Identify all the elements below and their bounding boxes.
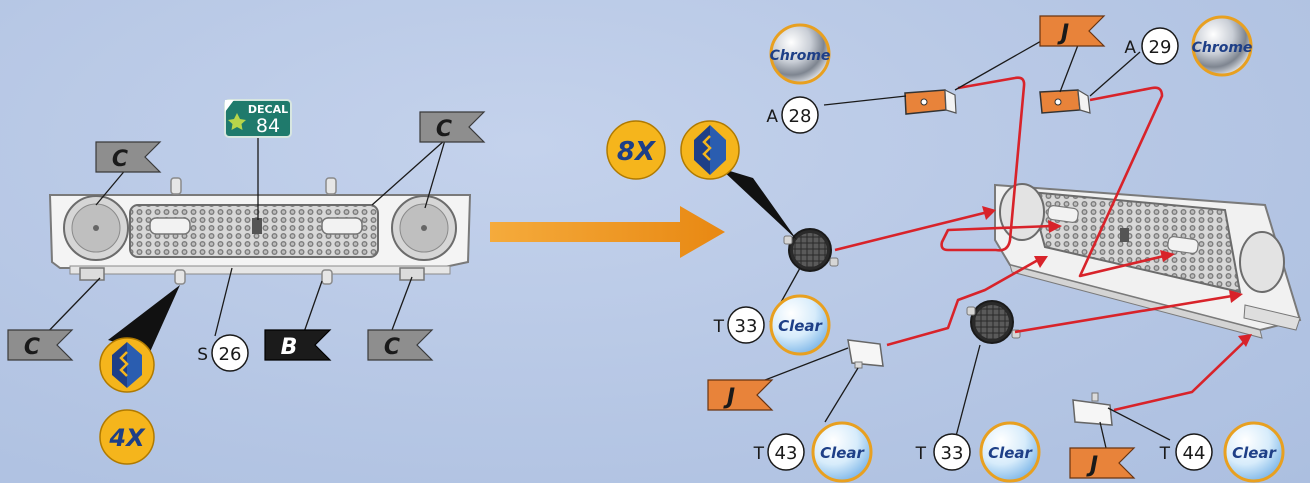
- clear-paint-icon: Clear: [820, 444, 865, 462]
- clear-paint-badge: Clear: [769, 294, 831, 356]
- decal-tag: DECAL 84: [224, 99, 292, 138]
- part-callout-a28: A 28: [766, 96, 819, 134]
- chrome-paint-icon: Chrome: [770, 48, 831, 64]
- flag-label: C: [24, 335, 40, 360]
- quantity-label: 4X: [108, 424, 146, 452]
- flag-c-top-right: C: [419, 111, 486, 143]
- flag-j-left: J: [707, 379, 774, 411]
- parking-lamp-left: [904, 89, 957, 115]
- sprue-letter: T: [1159, 444, 1171, 464]
- glue-badge-right: [680, 120, 740, 180]
- sprue-letter: T: [753, 444, 765, 464]
- part-number: 33: [735, 316, 758, 337]
- headlight-lens-lower: [966, 300, 1021, 344]
- glue-icon: [112, 342, 142, 388]
- clear-paint-icon: Clear: [778, 317, 823, 335]
- flag-label: C: [436, 117, 452, 142]
- quantity-badge-right: 8X: [606, 120, 666, 180]
- side-marker-bottom-right: [1072, 392, 1113, 426]
- clear-paint-badge: Clear: [1223, 421, 1285, 483]
- flag-label: J: [723, 385, 735, 410]
- part-callout-s26: S 26: [197, 334, 249, 372]
- flag-label: C: [384, 335, 400, 360]
- sprue-letter: T: [915, 444, 927, 464]
- part-callout-t33-lower: T 33: [915, 433, 971, 471]
- part-number: 33: [941, 443, 964, 464]
- part-number: 29: [1149, 37, 1172, 58]
- clear-paint-badge: Clear: [979, 421, 1041, 483]
- glue-icon: [694, 125, 726, 175]
- flag-j-top: J: [1039, 15, 1106, 47]
- glue-pointer: [720, 168, 797, 240]
- sprue-letter: S: [197, 345, 208, 365]
- parking-lamp-right: [1039, 88, 1091, 114]
- quantity-badge-left: 4X: [99, 409, 155, 465]
- clear-paint-icon: Clear: [988, 444, 1033, 462]
- flag-c-bottom-left: C: [7, 329, 74, 361]
- flag-label: C: [112, 147, 128, 172]
- clear-paint-icon: Clear: [1232, 444, 1277, 462]
- flag-c-top-left: C: [95, 141, 162, 173]
- flag-b: B: [264, 329, 332, 361]
- flag-label: B: [281, 335, 298, 360]
- chrome-paint-badge-left: Chrome: [769, 23, 831, 85]
- exploded-grille: [994, 183, 1302, 339]
- part-callout-t43: T 43: [753, 433, 805, 471]
- headlight-lens-upper: [783, 228, 839, 272]
- quantity-label: 8X: [617, 137, 657, 167]
- part-number: 26: [219, 344, 242, 365]
- side-marker-lower-left: [847, 339, 884, 369]
- clear-paint-badge: Clear: [811, 421, 873, 483]
- part-number: 44: [1183, 443, 1206, 464]
- part-callout-t33-upper: T 33: [713, 306, 765, 344]
- sprue-letter: A: [766, 107, 778, 127]
- decal-number: 84: [256, 115, 280, 137]
- red-arrowheads: [982, 206, 1252, 347]
- sprue-letter: T: [713, 317, 725, 337]
- decal-title: DECAL: [248, 103, 288, 116]
- sprue-letter: A: [1124, 38, 1136, 58]
- glue-badge-left: [99, 337, 155, 393]
- flag-j-bottom: J: [1069, 447, 1136, 479]
- part-number: 28: [789, 106, 812, 127]
- flag-c-bottom-right: C: [367, 329, 434, 361]
- chrome-paint-badge-right: Chrome: [1191, 15, 1253, 77]
- part-callout-t44: T 44: [1159, 433, 1213, 471]
- decal-star-icon: [228, 113, 246, 130]
- part-number: 43: [775, 443, 798, 464]
- flag-label: J: [1057, 21, 1069, 46]
- chrome-paint-icon: Chrome: [1192, 40, 1253, 56]
- red-guide-lines: [834, 76, 1245, 412]
- glue-pointer: [108, 285, 180, 352]
- assembled-grille: [48, 177, 472, 285]
- part-callout-a29: A 29: [1124, 27, 1179, 65]
- step-arrow: [490, 206, 725, 258]
- flag-label: J: [1086, 453, 1098, 478]
